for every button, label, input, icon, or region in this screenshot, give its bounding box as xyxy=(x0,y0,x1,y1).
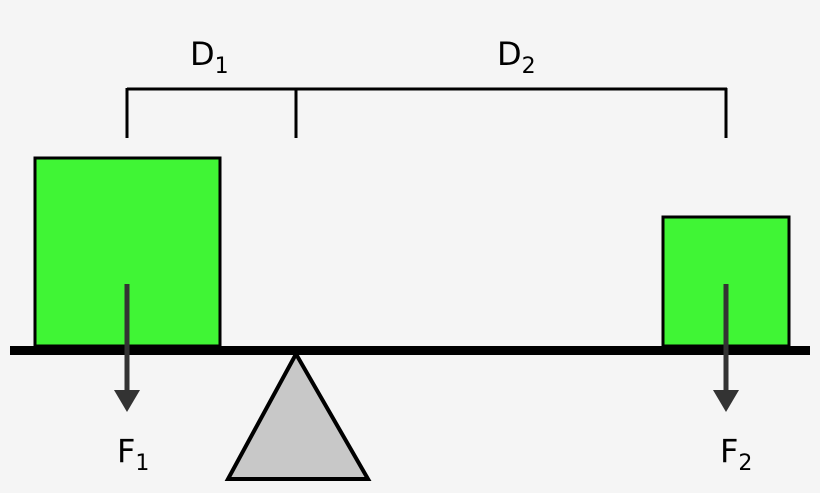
label-f1: F1 xyxy=(117,432,149,476)
force-arrow-left xyxy=(114,284,140,412)
lever-beam xyxy=(10,346,810,355)
force-arrow-right xyxy=(713,284,739,412)
fulcrum xyxy=(224,349,372,481)
label-f2: F2 xyxy=(720,432,752,476)
label-d1: D1 xyxy=(190,35,229,79)
distance-bracket xyxy=(125,87,728,138)
label-d2: D2 xyxy=(497,35,536,79)
